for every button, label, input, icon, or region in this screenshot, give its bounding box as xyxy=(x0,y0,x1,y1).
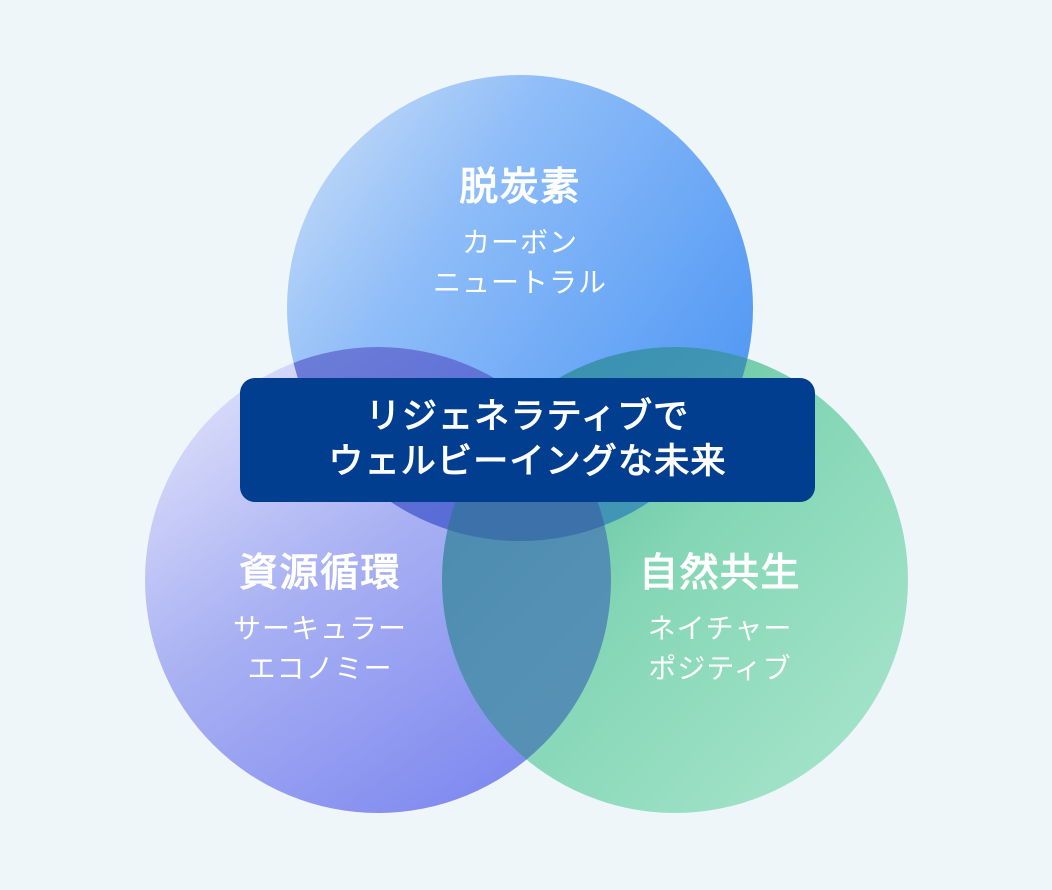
center-statement-line: ウェルビーイングな未来 xyxy=(328,442,727,481)
center-statement-line: リジェネラティブで xyxy=(365,397,690,437)
center-statement-box: リジェネラティブで ウェルビーイングな未来 xyxy=(240,378,815,502)
